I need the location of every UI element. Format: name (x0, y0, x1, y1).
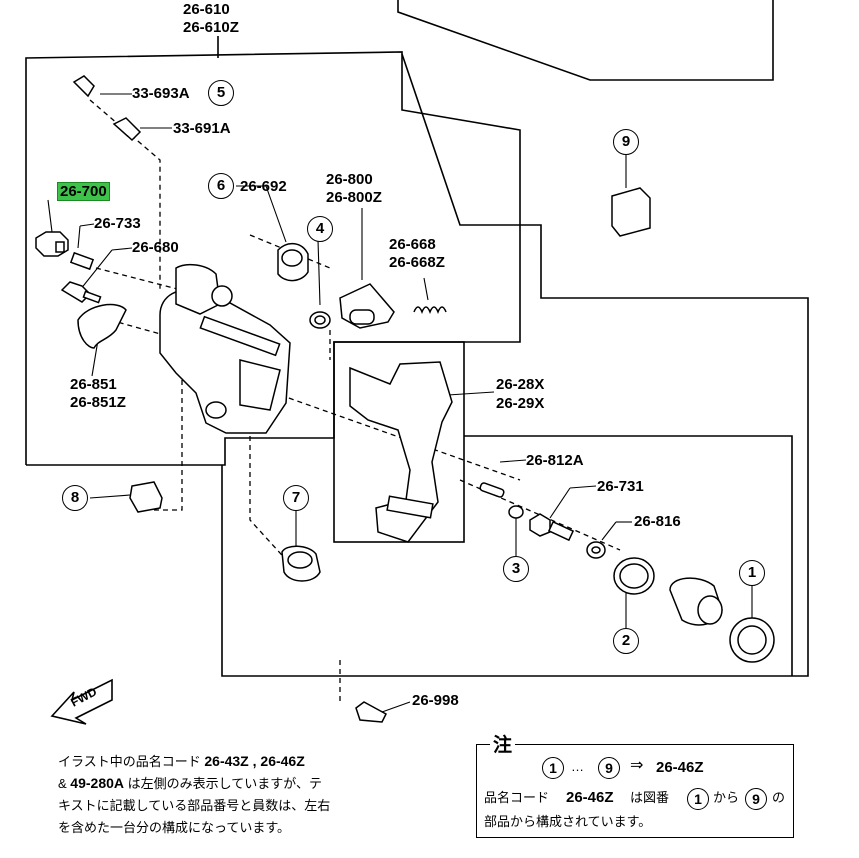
label-26-28x: 26-28X (496, 376, 545, 393)
bracket-26-28x-part (349, 361, 453, 543)
label-26-731: 26-731 (597, 478, 644, 495)
label-26-29x: 26-29X (496, 395, 545, 412)
note-left-line4: を含めた一台分の構成になっています。 (58, 820, 291, 835)
label-26-668-b: 26-668Z (389, 254, 445, 271)
callout-7: 7 (283, 485, 309, 511)
note-left-line1-text: イラスト中の品名コード (58, 754, 201, 769)
bleeder-cap-part (72, 75, 95, 98)
highlight-26-700: 26-700 (57, 182, 110, 201)
note-line2-prefix: 品名コード (484, 790, 550, 805)
pin-26-812a-part (479, 482, 505, 498)
label-26-733: 26-733 (94, 215, 141, 232)
label-26-668-a: 26-668 (389, 236, 436, 253)
note-range-start: 1 (542, 757, 564, 779)
label-26-816: 26-816 (634, 513, 681, 530)
clip-26-851-part (77, 303, 127, 349)
note-box (476, 744, 794, 838)
label-26-800-a: 26-800 (326, 171, 373, 188)
label-bleeder-screw: 33-691A (173, 120, 231, 137)
label-26-998: 26-998 (412, 692, 459, 709)
note-line3: 部品から構成されています。 (484, 814, 652, 829)
note-range-sep: … (571, 759, 584, 774)
label-26-800-b: 26-800Z (326, 189, 382, 206)
label-26-692: 26-692 (240, 178, 287, 195)
note-left-line1-codes: 26-43Z , 26-46Z (204, 753, 305, 769)
note-line2-to: 9 (745, 788, 767, 810)
note-range-code: 26-46Z (656, 759, 704, 776)
note-left-line2-prefix: & (58, 776, 67, 791)
callout-1: 1 (739, 560, 765, 586)
note-left-line2: & 49-280A は左側のみ表示していますが、テ (58, 772, 322, 795)
caliper-assembly-boundary (25, 51, 521, 466)
callout-9: 9 (613, 129, 639, 155)
bleeder-screw-part (112, 117, 142, 142)
piston-kit-box (464, 435, 793, 676)
top-right-panel (397, 0, 774, 81)
o-ring-3-part (508, 505, 524, 519)
callout-4: 4 (307, 216, 333, 242)
callout-2: 2 (613, 628, 639, 654)
spring-26-668-part (413, 306, 447, 315)
note-line2-kara: から (713, 790, 740, 805)
label-bleeder-cap: 33-693A (132, 85, 190, 102)
note-line2-mid: は図番 (630, 790, 670, 805)
label-caliper-assy-b: 26-610Z (183, 19, 239, 36)
bolt-26-731-part (529, 513, 551, 537)
label-26-680: 26-680 (132, 239, 179, 256)
note-range-end: 9 (598, 757, 620, 779)
callout-5: 5 (208, 80, 234, 106)
note-left-line1: イラスト中の品名コード 26-43Z , 26-46Z (58, 750, 305, 773)
label-bolt-highlighted: 26-700 (57, 182, 110, 201)
pad-9-part (611, 187, 651, 237)
label-26-812a: 26-812A (526, 452, 584, 469)
note-left-line2-text: は左側のみ表示していますが、テ (127, 776, 322, 791)
callout-6: 6 (208, 173, 234, 199)
note-left-line2-code: 49-280A (70, 775, 124, 791)
note-line2-no: の (772, 790, 786, 805)
note-range-arrow: ⇒ (630, 757, 644, 774)
note-line2-code: 26-46Z (566, 789, 614, 806)
bleeder-26-998-part (355, 701, 387, 723)
callout-8: 8 (62, 485, 88, 511)
sleeve-8-part (129, 481, 163, 513)
note-line2-from: 1 (687, 788, 709, 810)
outer-frame (221, 53, 809, 677)
note-left-line3: キストに記載している部品番号と員数は、左右 (58, 798, 331, 813)
label-26-851-a: 26-851 (70, 376, 117, 393)
callout-3: 3 (503, 556, 529, 582)
sleeve-26-733-part (69, 251, 95, 271)
fwd-arrow-icon (50, 678, 113, 725)
label-caliper-assy-a: 26-610 (183, 1, 230, 18)
note-box-title: 注 (490, 730, 516, 757)
label-26-851-b: 26-851Z (70, 394, 126, 411)
bracket-box (333, 341, 465, 543)
